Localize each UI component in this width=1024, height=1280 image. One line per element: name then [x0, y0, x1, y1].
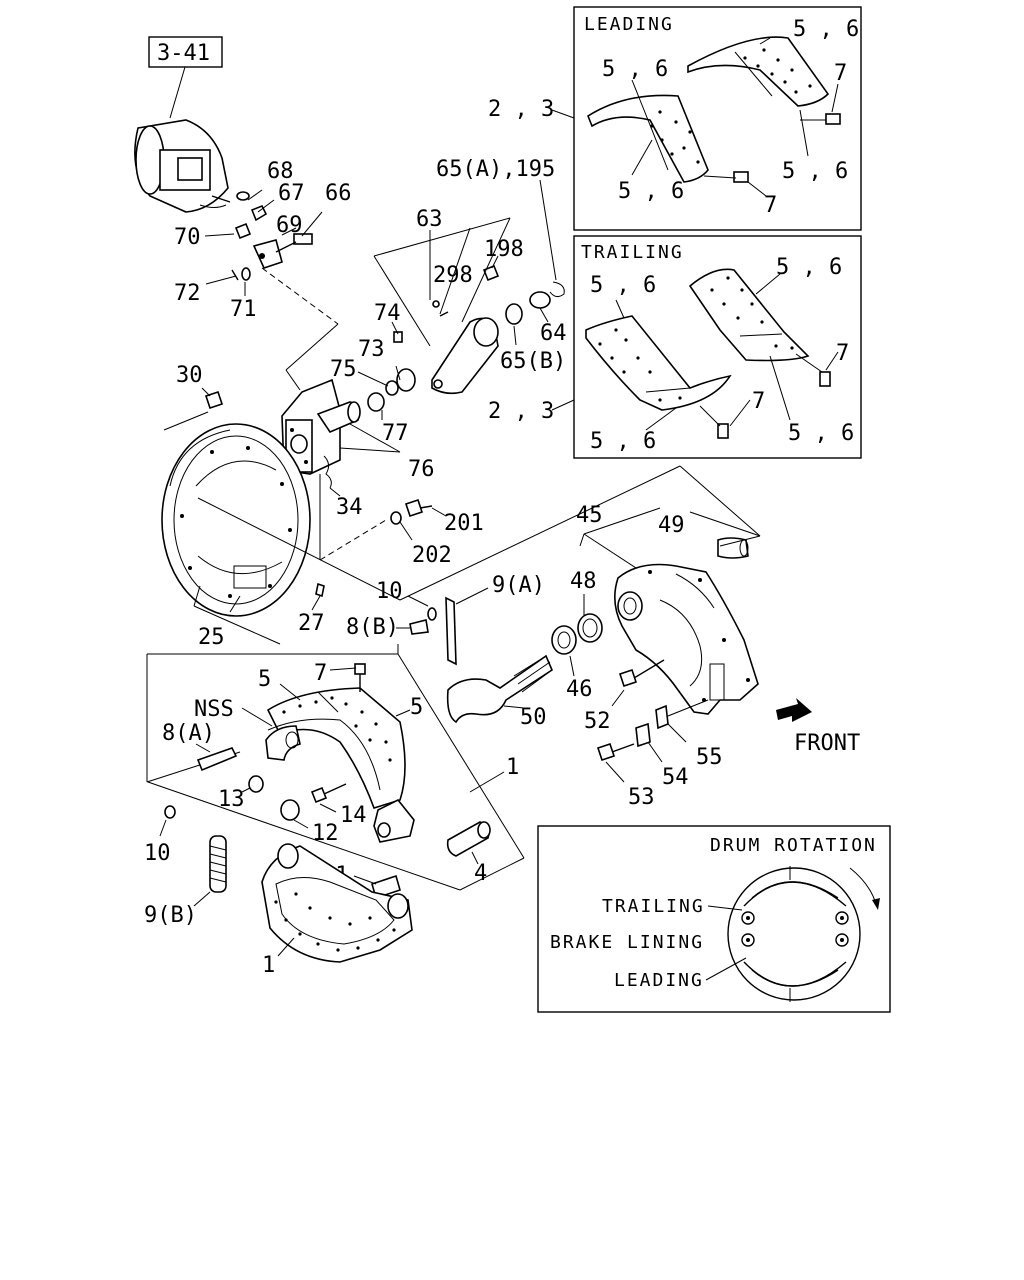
drum-panel-brake-lining: BRAKE LINING	[550, 932, 704, 953]
trailing-panel: TRAILING 5 , 6 5 , 6 5 , 6 5 , 6 7 7	[573, 235, 862, 459]
drum-panel-leading: LEADING	[614, 970, 704, 991]
label-4: 4	[474, 861, 487, 886]
label-198: 198	[484, 237, 524, 262]
label-2-3-trailing: 2 , 3	[488, 399, 554, 424]
brake-shoe-upper	[241, 663, 415, 843]
drum-panel-trailing: TRAILING	[602, 896, 705, 917]
shoe-hardware-12-13-14	[241, 775, 347, 829]
brake-spider	[399, 465, 761, 715]
label-75: 75	[330, 357, 357, 382]
pin-8a	[195, 743, 238, 772]
label-25: 25	[198, 625, 225, 650]
label-66: 66	[325, 181, 352, 206]
leading-panel: LEADING 5 , 6 5 , 6 5 , 6 5 , 6 7	[573, 6, 862, 231]
label-50: 50	[520, 705, 547, 730]
air-chamber-actuator	[134, 119, 231, 213]
label-74: 74	[374, 301, 401, 326]
label-12: 12	[312, 821, 339, 846]
spider-bolts-plates	[596, 659, 709, 783]
label-72: 72	[174, 281, 201, 306]
label-trailing-7-bottom: 7	[752, 389, 765, 414]
label-5-left: 5	[258, 667, 271, 692]
label-trailing-5-6-right: 5 , 6	[788, 421, 854, 446]
label-45: 45	[576, 503, 603, 528]
bolt-201-washer-202	[390, 498, 447, 541]
label-52: 52	[584, 709, 611, 734]
label-63: 63	[416, 207, 443, 232]
clip-10-lower	[159, 805, 176, 837]
actuator-hardware	[204, 189, 339, 391]
label-298: 298	[433, 263, 473, 288]
label-leading-7-top: 7	[834, 61, 847, 86]
label-trailing-5-6-bottom: 5 , 6	[590, 429, 656, 454]
label-73: 73	[358, 337, 385, 362]
label-68: 68	[267, 159, 294, 184]
label-65a-195: 65(A),195	[436, 157, 555, 182]
label-leading-5-6-left: 5 , 6	[602, 57, 668, 82]
label-55: 55	[696, 745, 723, 770]
shoe-group-outline	[146, 644, 525, 891]
label-77: 77	[382, 421, 409, 446]
label-49: 49	[658, 513, 685, 538]
drum-rotation-panel: DRUM ROTATION TRAILING BRAKE LINING LEAD…	[537, 825, 891, 1013]
label-8b: 8(B)	[346, 615, 399, 640]
label-nss: NSS	[194, 697, 234, 722]
label-leading-5-6-top: 5 , 6	[793, 17, 859, 42]
leading-panel-title: LEADING	[584, 14, 674, 35]
label-trailing-7-right: 7	[836, 341, 849, 366]
label-70: 70	[174, 225, 201, 250]
reference-box: 3-41	[148, 36, 223, 119]
label-1-lower: 1	[262, 953, 275, 978]
label-53: 53	[628, 785, 655, 810]
label-leading-7-bottom: 7	[764, 193, 777, 218]
label-69: 69	[276, 213, 303, 238]
label-76: 76	[408, 457, 435, 482]
drum-panel-title: DRUM ROTATION	[710, 835, 877, 856]
bolt-30	[201, 387, 224, 410]
brake-shoe-lower	[261, 843, 413, 963]
ref-box-label: 3-41	[157, 41, 210, 66]
front-arrow	[776, 698, 812, 722]
s-cam-shaft	[446, 654, 554, 724]
label-9a: 9(A)	[492, 573, 545, 598]
label-leading-5-6-bottom: 5 , 6	[618, 179, 684, 204]
label-10-lower: 10	[144, 841, 171, 866]
label-10-top: 10	[376, 579, 403, 604]
label-34: 34	[336, 495, 363, 520]
spring-9b	[193, 835, 227, 907]
dust-shield	[161, 411, 401, 645]
label-2-3-leading: 2 , 3	[488, 97, 554, 122]
roller-4	[446, 821, 491, 865]
slack-adjuster	[385, 264, 565, 396]
label-1-group: 1	[506, 755, 519, 780]
label-30: 30	[176, 363, 203, 388]
label-64: 64	[540, 321, 567, 346]
label-9b: 9(B)	[144, 903, 197, 928]
label-8a: 8(A)	[162, 721, 215, 746]
label-46: 46	[566, 677, 593, 702]
label-71: 71	[230, 297, 257, 322]
spring-9a-clip-10-pin-8b	[396, 587, 489, 666]
label-trailing-5-6-top: 5 , 6	[776, 255, 842, 280]
label-67: 67	[278, 181, 305, 206]
label-65b: 65(B)	[500, 349, 566, 374]
label-14: 14	[340, 803, 367, 828]
label-54: 54	[662, 765, 689, 790]
label-7-shoe: 7	[314, 661, 327, 686]
trailing-panel-title: TRAILING	[581, 242, 684, 263]
label-5-right: 5	[410, 695, 423, 720]
seals-46-48	[551, 613, 603, 677]
label-13: 13	[218, 787, 245, 812]
label-48: 48	[570, 569, 597, 594]
label-202: 202	[412, 543, 452, 568]
slack-adjuster-leaders	[357, 179, 557, 420]
label-leading-5-6-right: 5 , 6	[782, 159, 848, 184]
label-201: 201	[444, 511, 484, 536]
label-27: 27	[298, 611, 325, 636]
front-label: FRONT	[794, 731, 860, 756]
label-trailing-5-6-left: 5 , 6	[590, 273, 656, 298]
